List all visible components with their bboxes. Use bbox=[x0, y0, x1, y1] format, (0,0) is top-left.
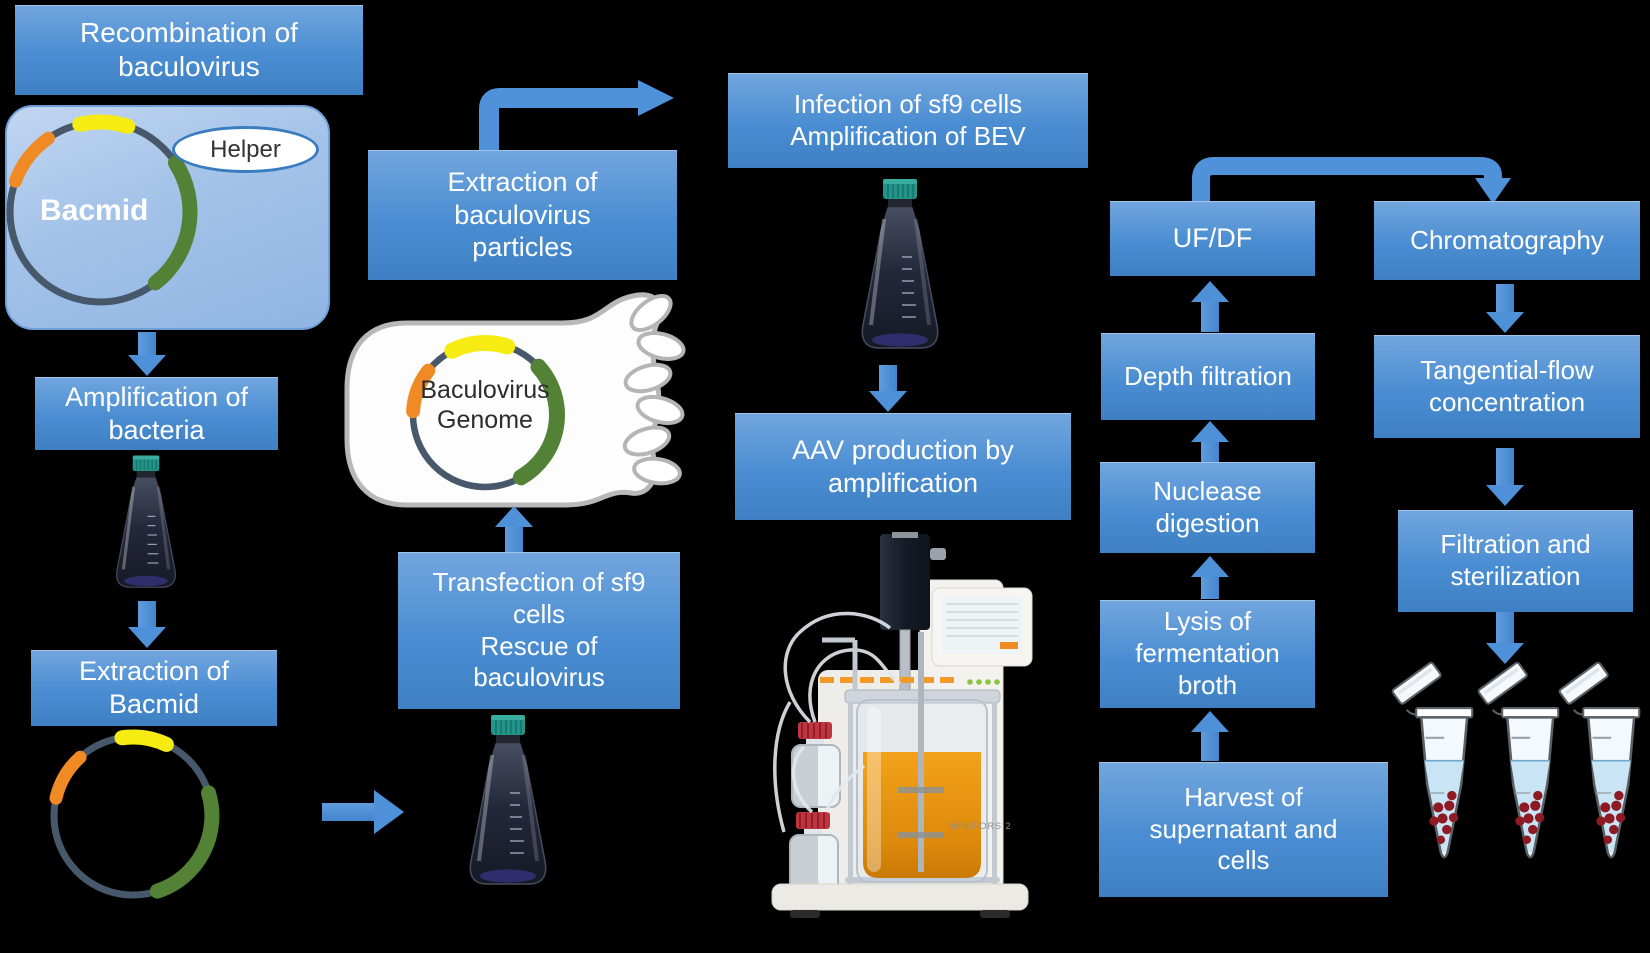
yellow-gene-segment bbox=[72, 114, 136, 134]
yellow-gene-segment bbox=[444, 334, 516, 359]
green-gene-segment bbox=[149, 785, 220, 899]
reagent-bottles bbox=[789, 722, 841, 894]
arrow-flask-to-extraction-bacmid bbox=[128, 601, 166, 648]
arrow-filtration-to-tubes bbox=[1486, 612, 1524, 664]
arrow-nuclease-to-depth-filtration bbox=[1191, 421, 1229, 462]
step-label: Nuclease digestion bbox=[1153, 475, 1262, 538]
bioreactor-image bbox=[771, 532, 1033, 918]
stirrer-motor bbox=[880, 534, 930, 630]
step-label: Filtration and sterilization bbox=[1440, 529, 1591, 591]
extracted-bacmid-plasmid-map bbox=[49, 729, 220, 899]
step-tangential-flow-concentration: Tangential-flow concentration bbox=[1374, 335, 1640, 438]
arrow-lysis-to-nuclease bbox=[1191, 556, 1229, 599]
yellow-gene-segment bbox=[114, 729, 174, 752]
step-label: Lysis of fermentation broth bbox=[1135, 606, 1280, 700]
screen-orange-button bbox=[1000, 642, 1018, 649]
baculovirus-genome-plasmid-map bbox=[406, 334, 565, 491]
green-gene-segment bbox=[147, 155, 198, 291]
orange-gene-segment bbox=[49, 750, 87, 805]
helper-plasmid-oval: Helper bbox=[172, 126, 319, 173]
step-label: Infection of sf9 cells Amplification of … bbox=[790, 88, 1026, 151]
step-transfection-rescue: Transfection of sf9 cells Rescue of bacu… bbox=[398, 552, 680, 709]
step-uf-df: UF/DF bbox=[1110, 201, 1315, 276]
step-label: Amplification of bacteria bbox=[64, 381, 249, 445]
baculovirus-genome-label: Baculovirus Genome bbox=[420, 376, 550, 434]
microcentrifuge-tube-image bbox=[1390, 660, 1474, 859]
arrow-chromatography-to-tangential bbox=[1486, 284, 1524, 333]
baculovirus-tail-ovals bbox=[622, 293, 686, 486]
microcentrifuge-tube-image bbox=[1476, 660, 1560, 859]
arrow-depth-filtration-to-ufdf bbox=[1191, 281, 1229, 332]
step-extraction-of-bacmid: Extraction of Bacmid bbox=[31, 650, 277, 726]
step-extraction-of-baculovirus-particles: Extraction of baculovirus particles bbox=[368, 150, 677, 280]
erlenmeyer-flask-image bbox=[860, 177, 940, 350]
step-label: Recombination of baculovirus bbox=[80, 16, 298, 82]
arrow-transfection-to-cell bbox=[495, 506, 533, 552]
step-recombination-of-baculovirus: Recombination of baculovirus bbox=[15, 5, 363, 95]
step-label: Tangential-flow concentration bbox=[1420, 354, 1594, 417]
base-plate bbox=[771, 883, 1029, 911]
bioreactor-model-label: MINIFORS 2 bbox=[950, 821, 1012, 831]
step-harvest-supernatant-cells: Harvest of supernatant and cells bbox=[1099, 762, 1388, 897]
arrow-ufdf-to-chromatography bbox=[1192, 157, 1511, 210]
erlenmeyer-flask-image bbox=[115, 453, 177, 589]
arrow-tangential-to-filtration bbox=[1486, 448, 1524, 506]
step-label: Harvest of supernatant and cells bbox=[1149, 781, 1338, 876]
step-depth-filtration: Depth filtration bbox=[1101, 333, 1315, 420]
status-leds bbox=[967, 679, 1000, 685]
step-nuclease-digestion: Nuclease digestion bbox=[1100, 462, 1315, 553]
step-lysis-of-fermentation-broth: Lysis of fermentation broth bbox=[1100, 600, 1315, 708]
step-label: Transfection of sf9 cells Rescue of bacu… bbox=[432, 567, 646, 693]
green-gene-segment bbox=[513, 358, 565, 486]
step-amplification-of-bacteria: Amplification of bacteria bbox=[35, 377, 278, 450]
step-filtration-and-sterilization: Filtration and sterilization bbox=[1398, 510, 1633, 612]
arrow-bacmid-to-transfection-flask bbox=[322, 790, 404, 834]
step-label: Depth filtration bbox=[1124, 360, 1292, 391]
microcentrifuge-tube-image bbox=[1557, 660, 1641, 859]
step-chromatography: Chromatography bbox=[1374, 201, 1640, 280]
helper-label: Helper bbox=[210, 135, 281, 163]
step-infection-amplification-bev: Infection of sf9 cells Amplification of … bbox=[728, 73, 1088, 168]
bacmid-plasmid-map bbox=[6, 114, 198, 306]
step-label: Extraction of Bacmid bbox=[78, 656, 230, 719]
step-aav-production: AAV production by amplification bbox=[735, 413, 1071, 520]
arrow-flask-to-aav-production bbox=[869, 365, 907, 412]
arrow-extraction-particles-to-infection bbox=[479, 80, 674, 160]
orange-gene-segment bbox=[406, 363, 436, 419]
bacmid-label: Bacmid bbox=[40, 194, 149, 227]
tubing bbox=[773, 611, 902, 833]
erlenmeyer-flask-image bbox=[468, 713, 548, 886]
step-label: UF/DF bbox=[1172, 223, 1253, 254]
step-label: Chromatography bbox=[1410, 224, 1604, 255]
step-label: Extraction of baculovirus particles bbox=[447, 166, 598, 263]
arrow-harvest-to-lysis bbox=[1191, 711, 1229, 761]
step-label: AAV production by amplification bbox=[792, 434, 1014, 498]
orange-gene-segment bbox=[8, 131, 55, 188]
arrow-bacmid-to-amplification bbox=[128, 332, 166, 376]
